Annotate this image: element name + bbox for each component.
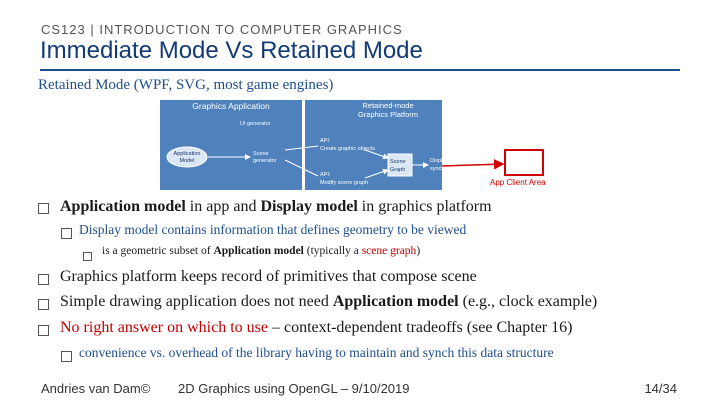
- modify-scene-label: Modify scene graph: [320, 180, 368, 186]
- scene-graph-line2: Graph: [390, 167, 405, 173]
- app-model-line2: Model: [180, 158, 195, 164]
- bullet-display-model: Display model contains information that …: [79, 222, 467, 237]
- scene-generator-line1: Scene: [253, 151, 269, 157]
- app-title-label: Graphics Application: [192, 101, 270, 111]
- graphics-application-panel: [160, 100, 302, 190]
- api-label-2: API:: [320, 172, 331, 178]
- app-client-area-box: [504, 149, 544, 176]
- application-model-node: [166, 146, 208, 168]
- bullet-marker: [61, 348, 72, 366]
- display-sync-line2: synchronizer: [430, 166, 461, 172]
- bullet-convenience-overhead: convenience vs. overhead of the library …: [79, 345, 554, 360]
- bullet-marker: [38, 322, 49, 340]
- bullet-marker: [38, 271, 49, 289]
- footer-author: Andries van Dam©: [41, 381, 151, 396]
- scene-graph-line1: Scene: [390, 159, 406, 165]
- bullet-marker: [83, 248, 92, 266]
- create-objects-label: Create graphic objects: [320, 146, 375, 152]
- bullet-simple-drawing: Simple drawing application does not need…: [60, 293, 598, 310]
- retained-mode-diagram: Graphics Application Retained-mode Graph…: [160, 100, 546, 190]
- bullet-geometric-subset: is a geometric subset of Application mod…: [102, 245, 421, 257]
- bullet-marker: [38, 296, 49, 314]
- api-label-1: API:: [320, 138, 331, 144]
- platform-title-line1: Retained-mode: [362, 101, 413, 110]
- bullet-marker: [61, 225, 72, 243]
- ui-generator-label: UI generator: [240, 121, 271, 127]
- bullet-graphics-platform: Graphics platform keeps record of primit…: [60, 268, 477, 285]
- title-divider: [40, 69, 680, 71]
- scene-generator-line2: generator: [253, 158, 277, 164]
- slide-title: Immediate Mode Vs Retained Mode: [40, 37, 423, 64]
- bullet-marker: [38, 200, 49, 218]
- page-number: 14/34: [644, 381, 677, 396]
- app-client-area-label: App Client Area: [490, 178, 546, 187]
- display-sync-line1: Display: [430, 158, 448, 164]
- slide-subtitle: Retained Mode (WPF, SVG, most game engin…: [38, 77, 334, 93]
- bullet-application-model: Application model in app and Display mod…: [60, 198, 492, 215]
- platform-title-line2: Graphics Platform: [358, 110, 418, 119]
- app-model-line1: Application: [174, 151, 201, 157]
- footer-lecture: 2D Graphics using OpenGL – 9/10/2019: [178, 381, 410, 396]
- course-header: CS123 | INTRODUCTION TO COMPUTER GRAPHIC…: [41, 22, 403, 37]
- bullet-no-right-answer: No right answer on which to use – contex…: [60, 319, 573, 336]
